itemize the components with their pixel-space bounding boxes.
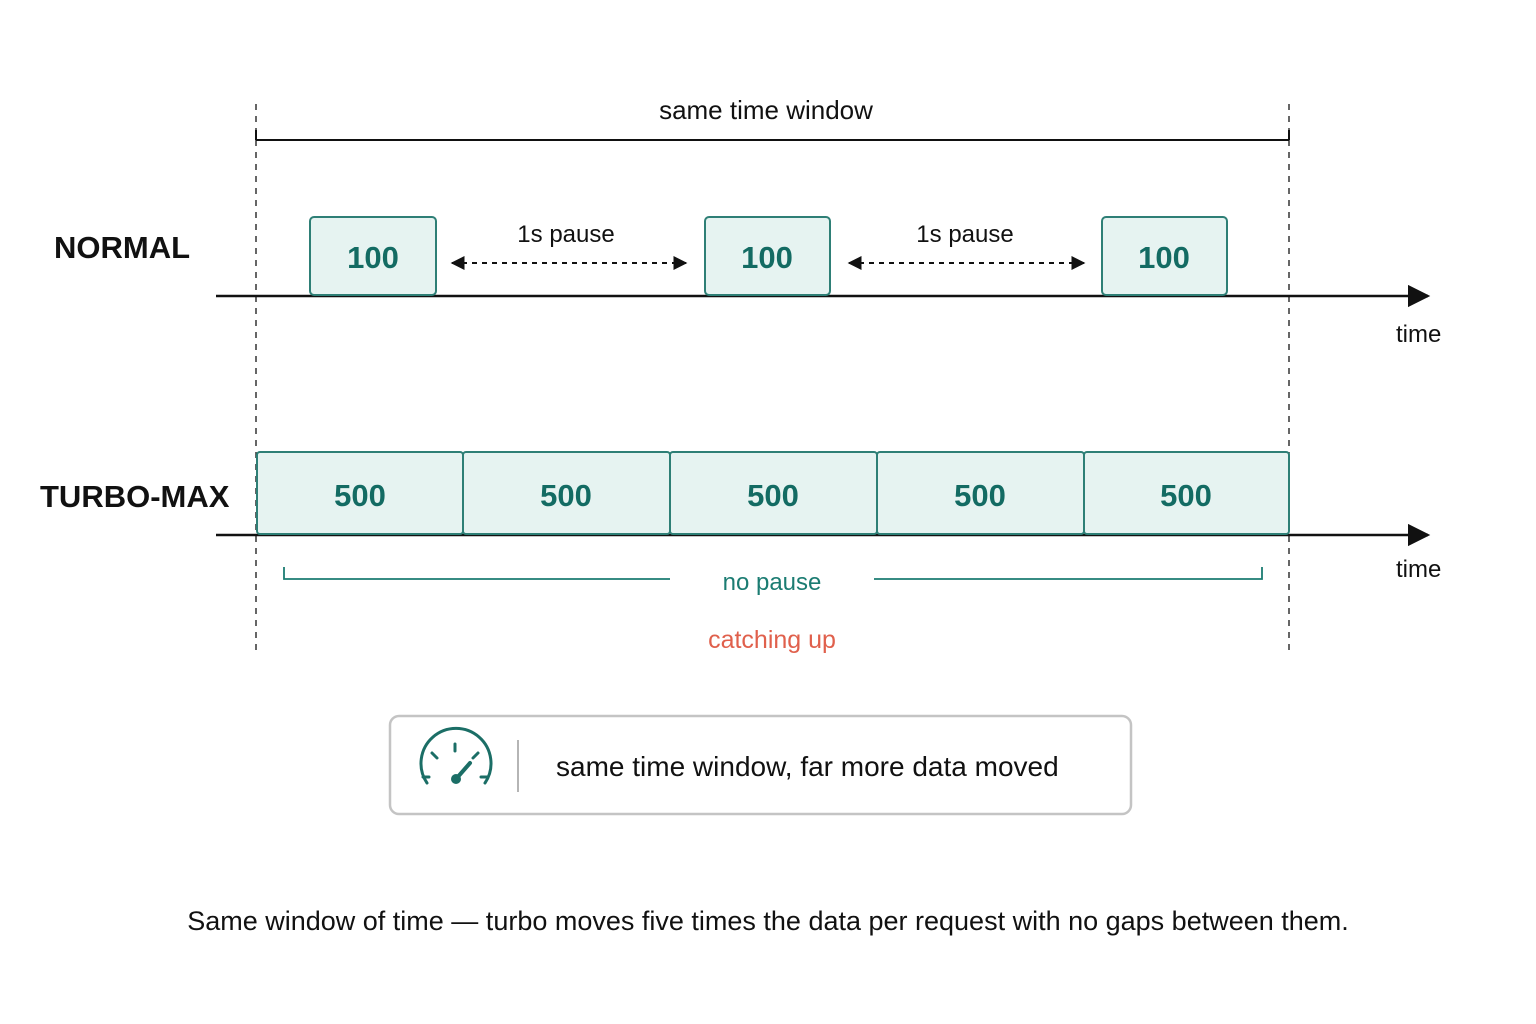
no-pause-bracket xyxy=(283,567,1263,580)
turbo-block-1: 500 xyxy=(256,451,464,535)
turbo-block-4-value: 500 xyxy=(954,478,1006,513)
no-pause-label: no pause xyxy=(723,569,822,596)
normal-block-1-value: 100 xyxy=(347,240,399,275)
turbo-block-3: 500 xyxy=(669,451,878,535)
turbo-block-4: 500 xyxy=(876,451,1085,535)
turbo-block-2: 500 xyxy=(462,451,671,535)
catching-up-note: catching up xyxy=(708,626,836,654)
normal-axis-label: time xyxy=(1396,321,1441,348)
normal-block-2-value: 100 xyxy=(741,240,793,275)
normal-block-3-value: 100 xyxy=(1138,240,1190,275)
turbo-block-3-value: 500 xyxy=(747,478,799,513)
turbo-block-5: 500 xyxy=(1083,451,1290,535)
row-label-turbo: TURBO-MAX xyxy=(40,479,230,514)
figure-caption: Same window of time — turbo moves five t… xyxy=(187,906,1349,936)
turbo-block-5-value: 500 xyxy=(1160,478,1212,513)
pause-label-1: 1s pause xyxy=(517,221,614,248)
window-bracket xyxy=(255,130,1290,141)
normal-block-1: 100 xyxy=(309,216,437,296)
callout-text: same time window, far more data moved xyxy=(556,751,1059,782)
normal-block-2: 100 xyxy=(704,216,831,296)
row-label-normal: NORMAL xyxy=(54,230,190,265)
window-label: same time window xyxy=(659,95,873,125)
normal-block-3: 100 xyxy=(1101,216,1228,296)
turbo-block-2-value: 500 xyxy=(540,478,592,513)
turbo-axis-label: time xyxy=(1396,556,1441,583)
pause-label-2: 1s pause xyxy=(916,221,1013,248)
turbo-block-1-value: 500 xyxy=(334,478,386,513)
speedometer-icon xyxy=(419,726,493,785)
callout-box xyxy=(388,714,1133,816)
